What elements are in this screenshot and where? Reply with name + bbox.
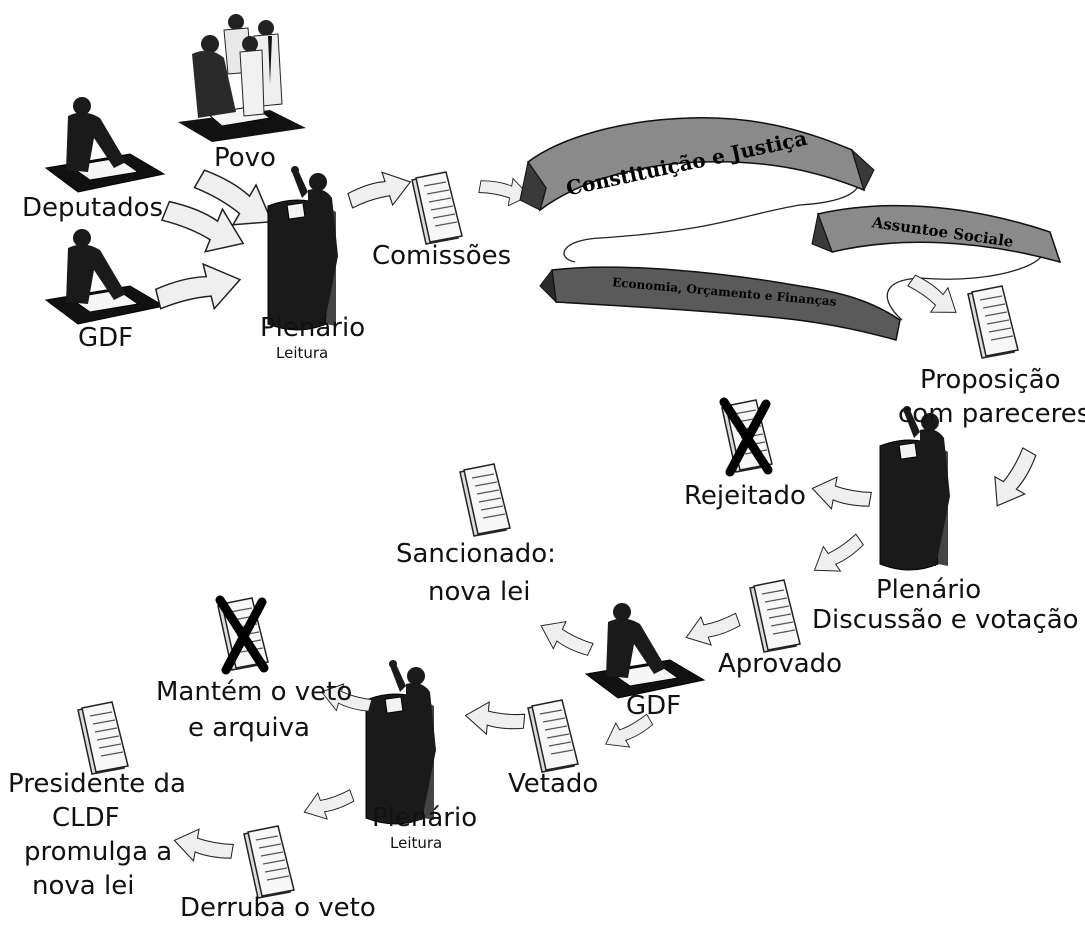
label-presidente-2: CLDF — [52, 803, 120, 833]
label-rejeitado: Rejeitado — [684, 481, 806, 511]
label-presidente-3: promulga a — [24, 837, 173, 867]
aprovado-document-icon — [749, 579, 801, 653]
banner-economia-financas: Economia, Orçamento e Finanças — [539, 266, 901, 341]
label-leitura-3: Leitura — [390, 834, 443, 852]
label-leitura-1: Leitura — [276, 344, 329, 362]
label-derruba: Derruba o veto — [180, 893, 376, 923]
label-proposicao-2: com pareceres — [898, 399, 1085, 429]
label-presidente-1: Presidente da — [8, 769, 186, 799]
arrow-to-aprovado — [805, 526, 869, 584]
proposicao-document-icon — [967, 285, 1019, 359]
arrow-gdf-to-plenario — [151, 255, 247, 323]
plenario-1-figure — [267, 165, 339, 331]
label-aprovado: Aprovado — [718, 649, 843, 679]
label-plenario-2: Plenário — [876, 575, 982, 605]
derruba-document-icon — [243, 825, 295, 899]
arrow-plenario-to-doc — [344, 164, 417, 218]
mantem-document-icon — [215, 595, 269, 675]
label-discussao: Discussão e votação — [812, 605, 1079, 635]
deputados-figure — [45, 96, 165, 193]
arrow-vetado-to-plenario — [463, 699, 526, 738]
label-proposicao-1: Proposição — [920, 365, 1061, 395]
arrow-comissoes-to-proposicao — [902, 267, 966, 325]
vetado-document-icon — [527, 699, 579, 773]
arrow-gdf-to-sancionado — [533, 612, 598, 664]
gdf-mid-figure — [585, 602, 705, 699]
label-vetado: Vetado — [508, 769, 599, 799]
arrow-aprovado-to-gdf — [680, 604, 744, 653]
label-gdf-mid: GDF — [626, 691, 682, 721]
gdf-top-figure — [45, 228, 165, 325]
banner-assuntos-sociais: Assuntoe Sociale — [811, 204, 1062, 264]
label-comissoes: Comissões — [372, 241, 512, 271]
arrow-to-derruba — [299, 782, 357, 827]
label-plenario-3: Plenário — [372, 803, 478, 833]
label-deputados: Deputados — [22, 193, 164, 223]
povo-figure — [178, 14, 306, 142]
label-plenario-1: Plenário — [260, 313, 366, 343]
sancionado-document-icon — [459, 463, 511, 537]
rejeitado-document-icon — [719, 397, 773, 477]
label-sancionado-1: Sancionado: — [396, 539, 556, 569]
label-mantem-2: e arquiva — [188, 713, 310, 743]
comissoes-document-icon — [411, 171, 463, 245]
plenario-2-figure — [879, 405, 951, 571]
label-gdf-top: GDF — [78, 323, 134, 353]
presidente-document-icon — [77, 701, 129, 775]
label-sancionado-2: nova lei — [428, 577, 531, 607]
arrow-derruba-to-presidente — [170, 824, 236, 868]
arrow-to-rejeitado — [808, 472, 874, 516]
plenario-3-figure — [365, 659, 437, 825]
label-mantem-1: Mantém o veto — [156, 677, 353, 707]
arrow-proposicao-to-plenario — [982, 442, 1045, 516]
banner-constituicao-justica: Constituição e Justiça — [519, 117, 875, 212]
label-presidente-4: nova lei — [32, 871, 135, 901]
label-povo: Povo — [214, 143, 276, 173]
